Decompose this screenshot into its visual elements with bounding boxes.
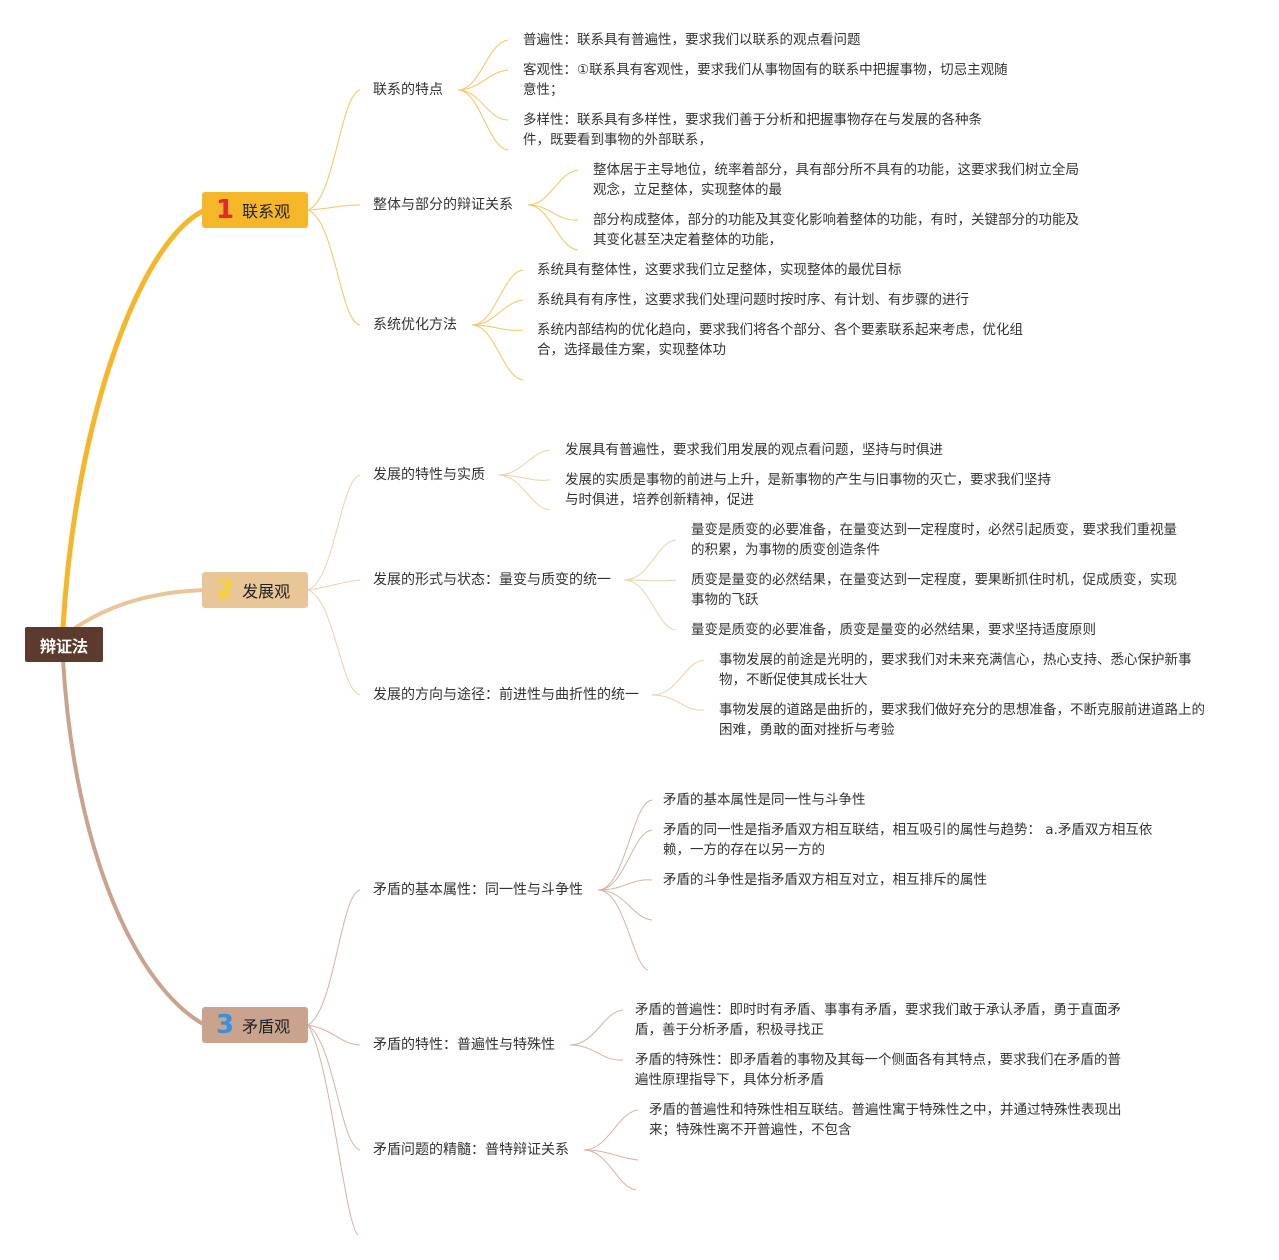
- leaf-node[interactable]: 客观性：①联系具有客观性，要求我们从事物固有的联系中把握事物，切忌主观随意性；: [523, 62, 1008, 98]
- leaf-node[interactable]: 发展具有普遍性，要求我们用发展的观点看问题，坚持与时俱进: [565, 442, 943, 458]
- number-one-icon: 1: [216, 195, 235, 225]
- subtopic-node[interactable]: 发展的特性与实质: [373, 467, 485, 483]
- leaf-node[interactable]: 系统具有整体性，这要求我们立足整体，实现整体的最优目标: [537, 262, 902, 278]
- leaf-node[interactable]: 矛盾的普遍性和特殊性相互联结。普遍性寓于特殊性之中，并通过特殊性表现出来；特殊性…: [649, 1102, 1122, 1138]
- leaf-node[interactable]: 整体居于主导地位，统率着部分，具有部分所不具有的功能，这要求我们树立全局观念，立…: [593, 162, 1079, 198]
- leaf-node[interactable]: 质变是量变的必然结果，在量变达到一定程度，要果断抓住时机，促成质变，实现事物的飞…: [691, 572, 1177, 608]
- subtopic-node[interactable]: 矛盾问题的精髓：普特辩证关系: [373, 1142, 569, 1158]
- leaf-node[interactable]: 矛盾的同一性是指矛盾双方相互联结，相互吸引的属性与趋势： a.矛盾双方相互依赖，…: [663, 822, 1153, 858]
- branch-label: 联系观: [242, 202, 291, 221]
- leaf-node[interactable]: 普遍性：联系具有普遍性，要求我们以联系的观点看问题: [523, 32, 861, 48]
- subtopic-node[interactable]: 系统优化方法: [373, 317, 457, 333]
- leaf-node[interactable]: 量变是质变的必要准备，在量变达到一定程度时，必然引起质变，要求我们重视量的积累，…: [691, 522, 1177, 558]
- subtopic-node[interactable]: 联系的特点: [373, 82, 443, 98]
- subtopic-node[interactable]: 发展的方向与途径：前进性与曲折性的统一: [373, 687, 639, 703]
- branch-node-connection-view[interactable]: 1 联系观: [202, 192, 308, 228]
- branch-label: 发展观: [242, 582, 291, 601]
- subtopic-node[interactable]: 发展的形式与状态：量变与质变的统一: [373, 572, 611, 588]
- branch-label: 矛盾观: [242, 1017, 291, 1036]
- leaf-node[interactable]: 系统内部结构的优化趋向，要求我们将各个部分、各个要素联系起来考虑，优化组合，选择…: [537, 322, 1023, 358]
- leaf-node[interactable]: 事物发展的道路是曲折的，要求我们做好充分的思想准备，不断克服前进道路上的困难，勇…: [719, 702, 1205, 738]
- subtopic-node[interactable]: 整体与部分的辩证关系: [373, 197, 513, 213]
- leaf-node[interactable]: 矛盾的斗争性是指矛盾双方相互对立，相互排斥的属性: [663, 872, 987, 888]
- leaf-node[interactable]: 部分构成整体，部分的功能及其变化影响着整体的功能，有时，关键部分的功能及其变化甚…: [593, 212, 1079, 248]
- branch-node-development-view[interactable]: 2 发展观: [202, 572, 308, 608]
- subtopic-node[interactable]: 矛盾的基本属性：同一性与斗争性: [373, 882, 583, 898]
- leaf-node[interactable]: 多样性：联系具有多样性，要求我们善于分析和把握事物存在与发展的各种条件，既要看到…: [523, 112, 982, 148]
- subtopic-node[interactable]: 矛盾的特性：普遍性与特殊性: [373, 1037, 555, 1053]
- leaf-node[interactable]: 矛盾的特殊性：即矛盾着的事物及其每一个侧面各有其特点，要求我们在矛盾的普遍性原理…: [635, 1052, 1121, 1088]
- leaf-node[interactable]: 量变是质变的必要准备，质变是量变的必然结果，要求坚持适度原则: [691, 622, 1096, 638]
- leaf-node[interactable]: 系统具有有序性，这要求我们处理问题时按时序、有计划、有步骤的进行: [537, 292, 969, 308]
- leaf-node[interactable]: 矛盾的基本属性是同一性与斗争性: [663, 792, 866, 808]
- leaf-node[interactable]: 发展的实质是事物的前进与上升，是新事物的产生与旧事物的灭亡，要求我们坚持与时俱进…: [565, 472, 1051, 508]
- branch-node-contradiction-view[interactable]: 3 矛盾观: [202, 1007, 308, 1043]
- leaf-node[interactable]: 事物发展的前途是光明的，要求我们对未来充满信心，热心支持、悉心保护新事物，不断促…: [719, 652, 1192, 688]
- number-two-icon: 2: [216, 575, 235, 605]
- number-three-icon: 3: [216, 1010, 235, 1040]
- leaf-node[interactable]: 矛盾的普遍性：即时时有矛盾、事事有矛盾，要求我们敢于承认矛盾，勇于直面矛盾，善于…: [635, 1002, 1121, 1038]
- root-node[interactable]: 辩证法: [25, 627, 103, 662]
